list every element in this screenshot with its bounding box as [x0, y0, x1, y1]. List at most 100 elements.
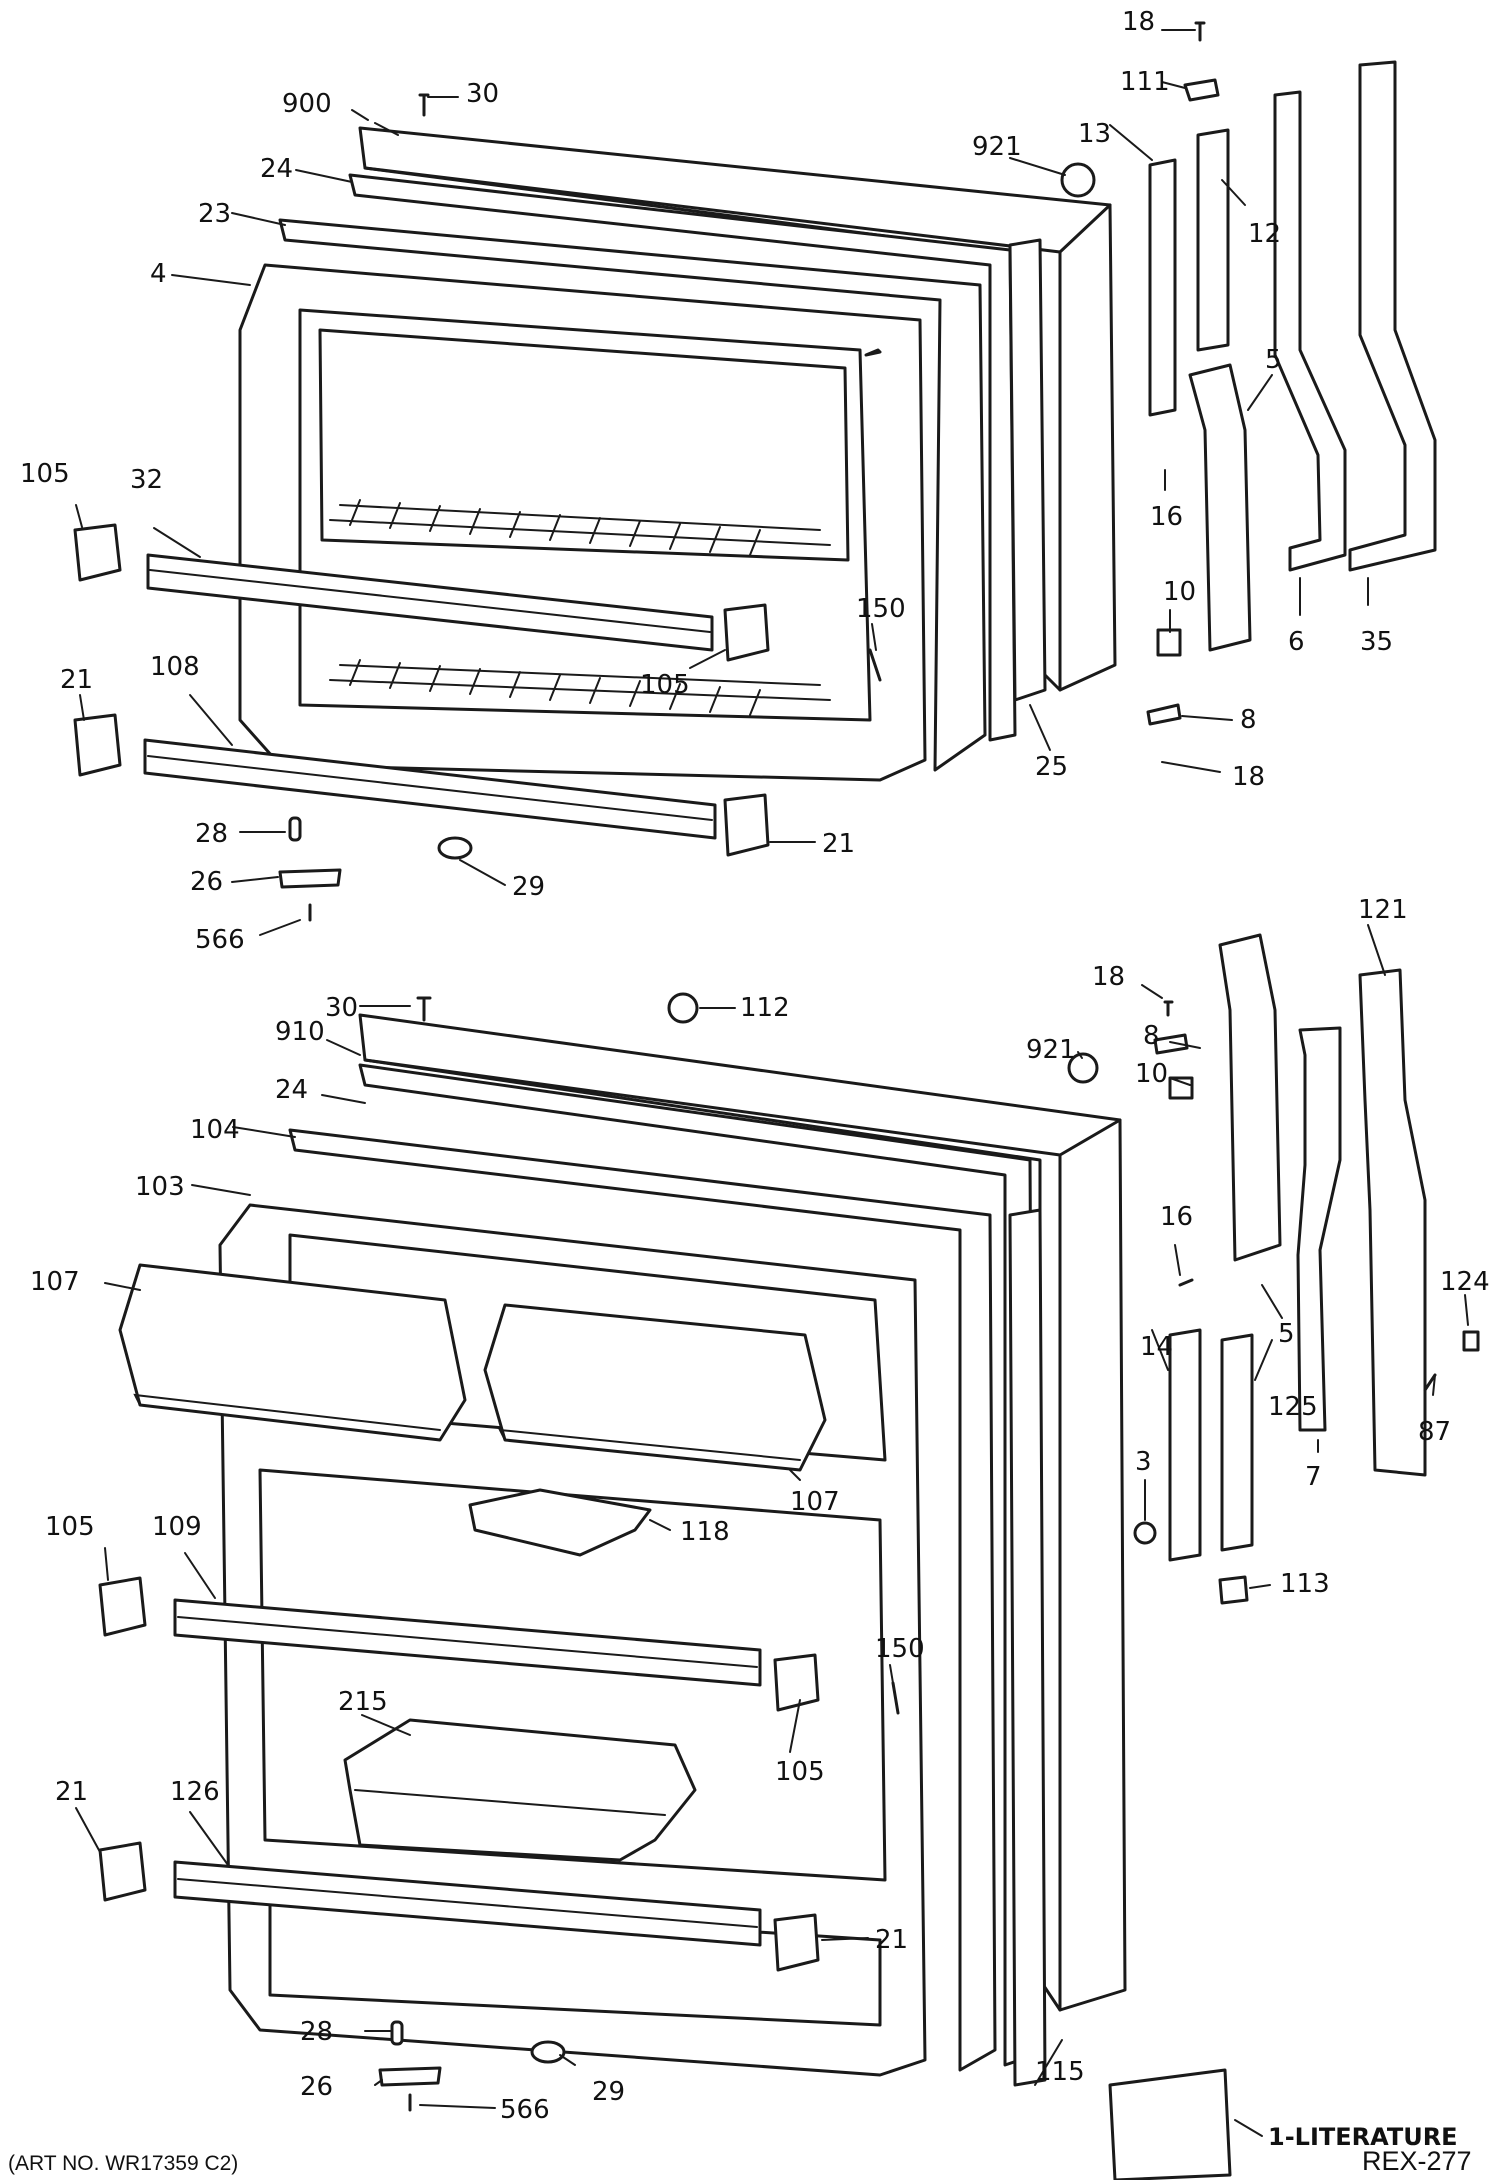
- callout-7: 7: [1305, 1462, 1322, 1492]
- upper-end-cap-105-right: [723, 603, 770, 662]
- lower-screw-87: [1423, 1373, 1437, 1392]
- art-number: (ART NO. WR17359 C2): [8, 2152, 238, 2175]
- callout-30: 30: [466, 79, 499, 109]
- lower-door-gasket: [358, 1063, 1037, 2067]
- upper-door-liner: [238, 263, 927, 782]
- upper-handle-plate-12: [1196, 128, 1230, 352]
- upper-hinge-8: [1146, 703, 1182, 726]
- callout-566: 566: [195, 925, 245, 955]
- lower-hinge-plate-26: [378, 2066, 442, 2087]
- callout-103: 103: [135, 1172, 185, 1202]
- callout-18: 18: [1232, 762, 1265, 792]
- lower-handle-trim-7: [1296, 1026, 1342, 1432]
- callout-28: 28: [195, 819, 228, 849]
- lower-end-cap-21-right: [773, 1913, 820, 1972]
- lower-screw-30: [416, 996, 432, 1022]
- callout-26: 26: [190, 867, 223, 897]
- callout-30: 30: [325, 993, 358, 1023]
- upper-screw-30: [418, 93, 430, 117]
- upper-door-liner-frame: [278, 218, 987, 772]
- callout-21: 21: [55, 1777, 88, 1807]
- callout-32: 32: [130, 465, 163, 495]
- callout-124: 124: [1440, 1267, 1490, 1297]
- callout-150: 150: [875, 1634, 925, 1664]
- lower-end-cap-105-right: [773, 1653, 820, 1712]
- lower-end-cap-105-left: [98, 1576, 147, 1637]
- callout-5: 5: [1265, 345, 1282, 375]
- callout-105: 105: [20, 459, 70, 489]
- callout-105: 105: [640, 670, 690, 700]
- callout-118: 118: [680, 1517, 730, 1547]
- lower-door-assembly: [98, 992, 1232, 2180]
- lower-hinge-8: [1153, 1033, 1189, 1055]
- upper-gasket-strip: [1008, 238, 1047, 702]
- upper-bracket-111: [1183, 78, 1220, 102]
- lower-handle-plate-125: [1220, 1333, 1254, 1552]
- callout-29: 29: [512, 872, 545, 902]
- callout-87: 87: [1418, 1417, 1451, 1447]
- callout-23: 23: [198, 199, 231, 229]
- lower-plug-112: [667, 992, 699, 1024]
- callout-10: 10: [1135, 1059, 1168, 1089]
- callout-29: 29: [592, 2077, 625, 2107]
- callout-113: 113: [1280, 1569, 1330, 1599]
- upper-stop-28: [288, 816, 302, 842]
- upper-callouts: 18 111 13 12 921 900 30 24 23 4 5 16 105…: [20, 7, 1393, 955]
- lower-callouts: 121 18 30 112 8 910 921 10 24 104 103 16…: [30, 895, 1490, 2125]
- callout-18: 18: [1122, 7, 1155, 37]
- lower-stop-28: [390, 2020, 404, 2046]
- callout-10: 10: [1163, 577, 1196, 607]
- upper-plug-921: [1060, 162, 1096, 198]
- callout-105: 105: [45, 1512, 95, 1542]
- callout-16: 16: [1150, 502, 1183, 532]
- callout-16: 16: [1160, 1202, 1193, 1232]
- callout-leaders: [75, 29, 1469, 2137]
- callout-21: 21: [875, 1925, 908, 1955]
- callout-13: 13: [1078, 119, 1111, 149]
- callout-18: 18: [1092, 962, 1125, 992]
- upper-handle-strip-13: [1148, 158, 1177, 417]
- drawing-id: REX-277: [1362, 2146, 1472, 2176]
- lower-plug-3: [1133, 1521, 1157, 1545]
- callout-566: 566: [500, 2095, 550, 2125]
- lower-plug-921: [1067, 1052, 1099, 1084]
- callout-26: 26: [300, 2072, 333, 2102]
- upper-hinge-plate-26: [278, 868, 342, 889]
- callout-107: 107: [30, 1267, 80, 1297]
- upper-end-cap-105-left: [73, 523, 122, 582]
- callout-125: 125: [1268, 1392, 1318, 1422]
- lower-handle-assembly: [1133, 933, 1480, 1605]
- upper-end-cap-21-left: [73, 713, 122, 777]
- upper-shelf-bar-32: [146, 553, 714, 652]
- callout-215: 215: [338, 1687, 388, 1717]
- upper-screw-16: [864, 348, 882, 357]
- callout-21: 21: [60, 665, 93, 695]
- callout-24: 24: [275, 1075, 308, 1105]
- lower-screw-150: [891, 1681, 900, 1715]
- callout-921: 921: [972, 132, 1022, 162]
- lower-bin-215: [343, 1718, 697, 1862]
- literature-label: 1-LITERATURE: [1268, 2123, 1458, 2151]
- callout-8: 8: [1240, 705, 1257, 735]
- lower-bin-107-right: [483, 1303, 827, 1472]
- lower-gasket-strip: [1008, 1208, 1047, 2087]
- callout-108: 108: [150, 652, 200, 682]
- lower-handle-5: [1218, 933, 1282, 1262]
- lower-handle-trim-121: [1358, 968, 1427, 1477]
- callout-150: 150: [856, 594, 906, 624]
- upper-cap-10: [1156, 628, 1182, 657]
- callout-921: 921: [1026, 1035, 1076, 1065]
- lower-screw-18: [1163, 1000, 1174, 1017]
- callout-35: 35: [1360, 627, 1393, 657]
- upper-door-assembly: [73, 93, 1117, 922]
- callout-115: 115: [1035, 2057, 1085, 2087]
- callout-112: 112: [740, 993, 790, 1023]
- lower-bin-107-left: [118, 1263, 467, 1442]
- upper-end-cap-21-right: [723, 793, 770, 857]
- upper-handle-5: [1188, 363, 1252, 652]
- callout-25: 25: [1035, 752, 1068, 782]
- callout-5: 5: [1278, 1319, 1295, 1349]
- upper-bumper-29: [437, 836, 473, 860]
- callout-107: 107: [790, 1487, 840, 1517]
